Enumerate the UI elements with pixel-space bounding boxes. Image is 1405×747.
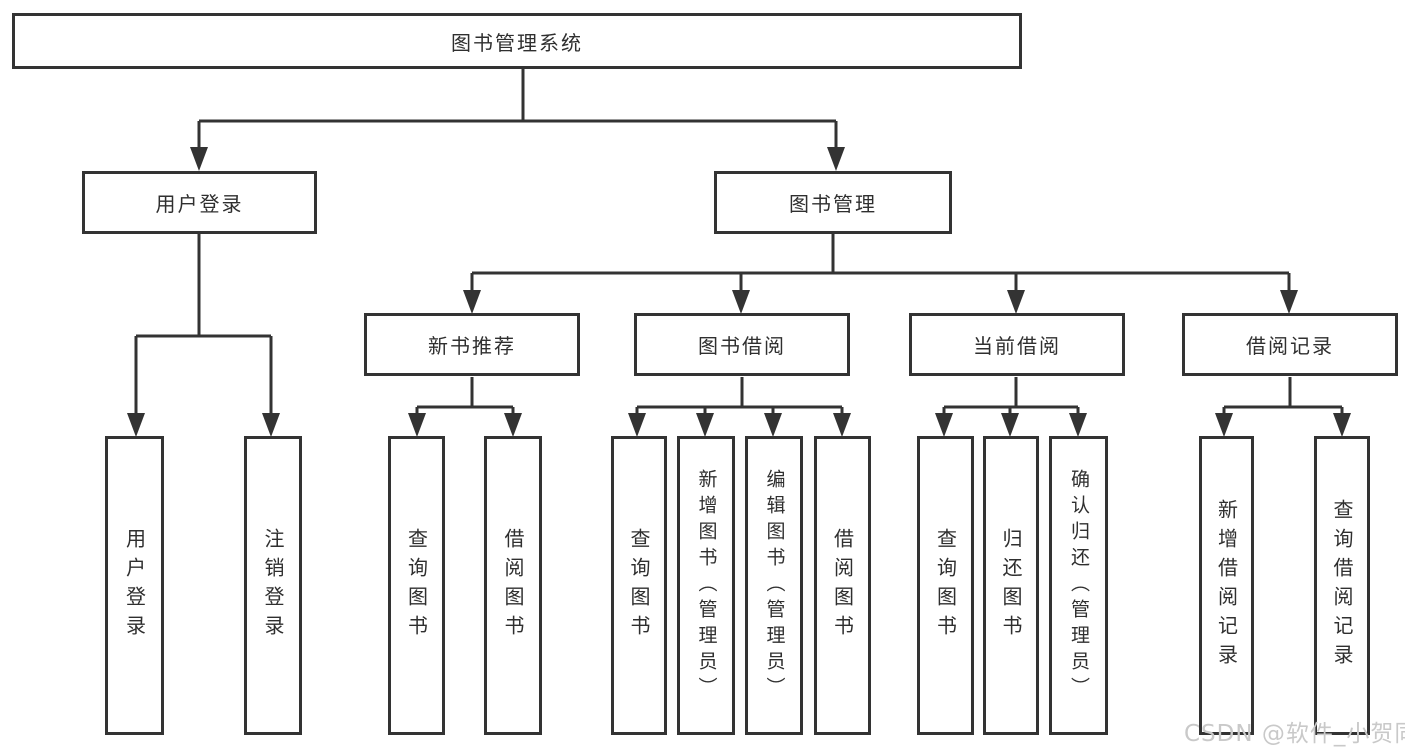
leaf-return-books: 归还图书 (983, 436, 1039, 735)
node-current-borrowing: 当前借阅 (909, 313, 1125, 376)
leaf-label: 确认归还（管理员） (1068, 468, 1090, 703)
node-book-borrowing: 图书借阅 (634, 313, 850, 376)
arrowheads (127, 147, 1351, 437)
node-user-login: 用户登录 (82, 171, 317, 234)
node-book-management: 图书管理 (714, 171, 952, 234)
leaf-label: 查询图书 (404, 527, 429, 644)
node-library-management-system: 图书管理系统 (12, 13, 1022, 69)
leaf-user-login: 用户登录 (105, 436, 164, 735)
leaf-label: 注销登录 (261, 527, 285, 644)
leaf-label: 借阅图书 (501, 527, 525, 644)
node-borrowing-records: 借阅记录 (1182, 313, 1398, 376)
node-new-book-recommendation: 新书推荐 (364, 313, 580, 376)
leaf-borrow-books-borrowing: 借阅图书 (814, 436, 871, 735)
leaf-query-borrow-record: 查询借阅记录 (1314, 436, 1370, 735)
leaf-label: 查询借阅记录 (1330, 498, 1354, 673)
leaf-label: 新增图书（管理员） (695, 468, 718, 703)
leaf-add-book-admin: 新增图书（管理员） (677, 436, 735, 735)
leaf-query-books-current: 查询图书 (917, 436, 974, 735)
leaf-label: 用户登录 (122, 527, 147, 644)
leaf-borrow-books-recommend: 借阅图书 (484, 436, 542, 735)
csdn-watermark: CSDN @软件_小贺同学 (1184, 721, 1405, 747)
leaf-label: 归还图书 (999, 527, 1023, 644)
leaf-query-books-recommend: 查询图书 (388, 436, 445, 735)
leaf-edit-book-admin: 编辑图书（管理员） (745, 436, 803, 735)
leaf-query-books-borrowing: 查询图书 (611, 436, 667, 735)
leaf-logout: 注销登录 (244, 436, 302, 735)
leaf-label: 查询图书 (933, 527, 958, 644)
leaf-label: 借阅图书 (830, 527, 855, 644)
leaf-label: 新增借阅记录 (1214, 498, 1239, 673)
leaf-confirm-return-admin: 确认归还（管理员） (1049, 436, 1108, 735)
leaf-label: 编辑图书（管理员） (763, 468, 786, 703)
leaf-label: 查询图书 (627, 527, 651, 644)
leaf-add-borrow-record: 新增借阅记录 (1199, 436, 1254, 735)
